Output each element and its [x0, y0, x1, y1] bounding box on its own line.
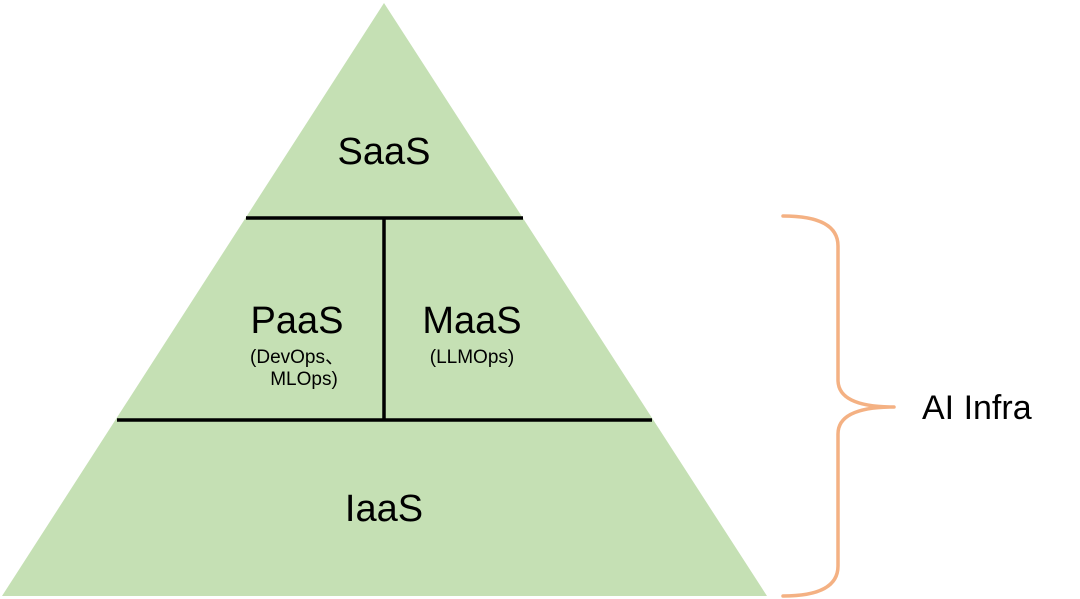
- paas-sublabel-line1: (DevOps、: [250, 347, 344, 368]
- maas-sublabel: (LLMOps): [429, 347, 515, 368]
- paas-label: PaaS: [250, 300, 344, 342]
- ai-infra-brace: [781, 214, 896, 598]
- maas-label: MaaS: [422, 300, 522, 342]
- paas-sublabel: (DevOps、 MLOps): [250, 347, 344, 391]
- ai-infra-label: AI Infra: [922, 389, 1032, 427]
- paas-sublabel-line2: MLOps): [270, 368, 338, 390]
- saas-label: SaaS: [337, 131, 431, 173]
- iaas-label: IaaS: [344, 488, 424, 530]
